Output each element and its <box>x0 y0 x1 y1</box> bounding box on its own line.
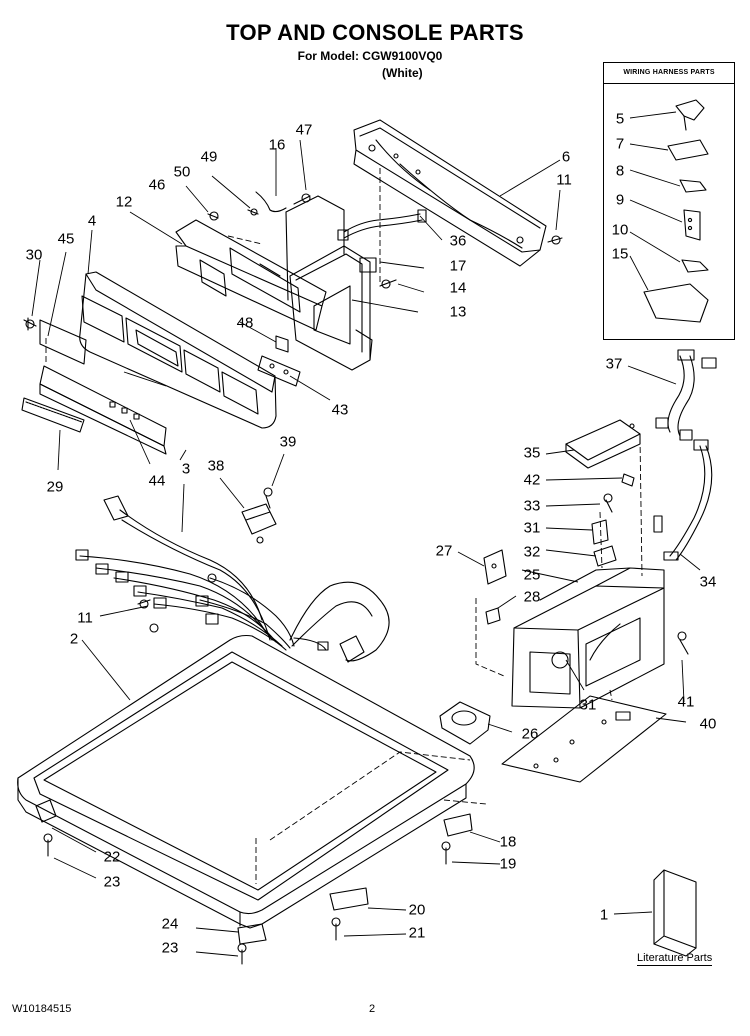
callout-17: 17 <box>449 257 467 275</box>
callout-24: 24 <box>161 915 179 933</box>
pad-26 <box>439 701 491 745</box>
callout-15: 15 <box>611 245 629 263</box>
wiring-harness-inset: WIRING HARNESS PARTS <box>603 62 735 340</box>
callout-21: 21 <box>408 924 426 942</box>
callout-2: 2 <box>69 630 79 648</box>
inset-parts <box>643 99 709 323</box>
callout-35: 35 <box>523 444 541 462</box>
callout-44: 44 <box>148 472 166 490</box>
rear-console-cover <box>353 119 547 267</box>
harness-34 <box>653 439 713 561</box>
callout-42: 42 <box>523 471 541 489</box>
callout-22: 22 <box>103 848 121 866</box>
switch-31-32 <box>591 473 635 567</box>
literature-booklet <box>653 869 697 957</box>
callout-10: 10 <box>611 221 629 239</box>
screw-group-console <box>23 191 563 331</box>
switch-43 <box>257 355 301 387</box>
callout-12: 12 <box>115 193 133 211</box>
callout-39: 39 <box>279 433 297 451</box>
plate-40 <box>501 695 667 783</box>
document-number: W10184515 <box>12 1003 72 1015</box>
callout-4: 4 <box>87 212 97 230</box>
callout-50: 50 <box>173 163 191 181</box>
clip-48 <box>275 335 289 353</box>
callout-33: 33 <box>523 497 541 515</box>
callout-34: 34 <box>699 573 717 591</box>
literature-parts-label: Literature Parts <box>637 952 713 966</box>
hinge-hardware <box>35 799 473 965</box>
harness-37 <box>655 349 717 441</box>
console-overlay <box>39 365 167 455</box>
bracket-35 <box>565 419 641 469</box>
callout-30: 30 <box>25 246 43 264</box>
main-wire-harness <box>75 495 390 663</box>
callout-8: 8 <box>615 162 625 180</box>
callout-41: 41 <box>677 693 695 711</box>
callout-48: 48 <box>236 314 254 332</box>
inset-title: WIRING HARNESS PARTS <box>604 63 734 84</box>
grommet-28 <box>485 607 501 625</box>
callout-36: 36 <box>449 232 467 250</box>
callout-45: 45 <box>57 230 75 248</box>
screw-41 <box>677 631 689 655</box>
callout-18: 18 <box>499 833 517 851</box>
dryer-top-panel <box>17 634 475 929</box>
callout-1: 1 <box>599 906 609 924</box>
bracket-27 <box>483 549 507 585</box>
callout-14: 14 <box>449 279 467 297</box>
callout-38: 38 <box>207 457 225 475</box>
callout-37: 37 <box>605 355 623 373</box>
callout-9: 9 <box>615 191 625 209</box>
callout-23-bottom: 23 <box>161 939 179 957</box>
control-glass <box>21 397 85 433</box>
board-17 <box>359 257 377 273</box>
callout-31-upper: 31 <box>523 519 541 537</box>
callout-43: 43 <box>331 401 349 419</box>
callout-47: 47 <box>295 121 313 139</box>
callout-5: 5 <box>615 110 625 128</box>
callout-26: 26 <box>521 725 539 743</box>
callout-3: 3 <box>181 460 191 478</box>
console-panel <box>79 271 277 429</box>
color-line: (White) <box>382 66 423 80</box>
page-title: TOP AND CONSOLE PARTS <box>226 20 524 45</box>
console-bracket <box>175 219 327 331</box>
console-frame <box>285 195 373 371</box>
callout-11-top: 11 <box>556 171 572 189</box>
callout-23-left: 23 <box>103 873 121 891</box>
callout-32: 32 <box>523 543 541 561</box>
callout-46: 46 <box>148 176 166 194</box>
callout-11-mid: 11 <box>77 609 93 627</box>
callout-13: 13 <box>449 303 467 321</box>
callout-40: 40 <box>699 715 717 733</box>
callout-25: 25 <box>523 566 541 584</box>
callout-27: 27 <box>435 542 453 560</box>
callout-16: 16 <box>268 136 286 154</box>
model-line: For Model: CGW9100VQ0 <box>297 49 443 63</box>
page-number: 2 <box>369 1003 376 1015</box>
callout-6: 6 <box>561 148 571 166</box>
burner-box <box>511 567 665 709</box>
callout-29: 29 <box>46 478 64 496</box>
ignition-module <box>241 487 277 544</box>
console-harness <box>337 209 427 241</box>
callout-28: 28 <box>523 588 541 606</box>
callout-31-lower: 31 <box>579 696 597 714</box>
console-window <box>39 319 87 365</box>
callout-49: 49 <box>200 148 218 166</box>
callout-7: 7 <box>615 135 625 153</box>
callout-19: 19 <box>499 855 517 873</box>
callout-20: 20 <box>408 901 426 919</box>
